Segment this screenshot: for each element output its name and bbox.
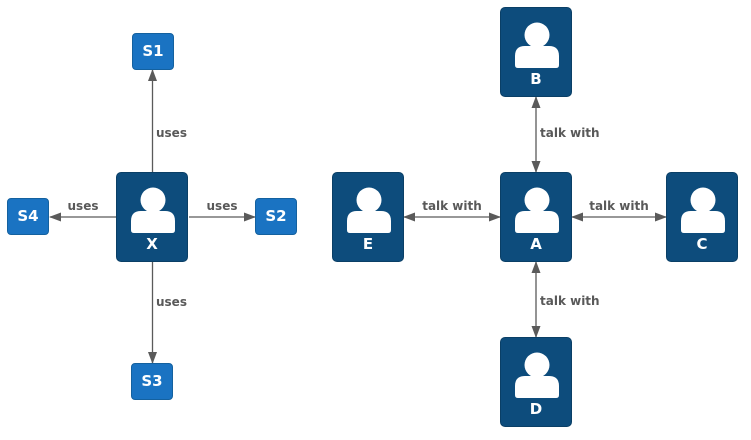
- node-s2-label: S2: [265, 207, 287, 225]
- node-s1-label: S1: [142, 42, 164, 60]
- edge-label-x-s1: uses: [156, 126, 187, 140]
- node-s4-label: S4: [17, 207, 39, 225]
- person-icon: [681, 187, 725, 233]
- edge-label-a-c: talk with: [589, 199, 649, 213]
- node-x-label: X: [146, 235, 158, 253]
- node-c-label: C: [696, 235, 708, 253]
- person-icon: [131, 187, 175, 233]
- edge-label-x-s4: uses: [67, 199, 99, 213]
- node-b-label: B: [530, 70, 542, 88]
- node-s4[interactable]: S4: [7, 198, 49, 235]
- node-d[interactable]: D: [500, 337, 572, 427]
- node-e-label: E: [362, 235, 374, 253]
- node-a[interactable]: A: [500, 172, 572, 262]
- node-s2[interactable]: S2: [255, 198, 297, 235]
- node-e[interactable]: E: [332, 172, 404, 262]
- edge-label-x-s2: uses: [206, 199, 238, 213]
- node-s3[interactable]: S3: [131, 363, 173, 400]
- edge-label-a-d: talk with: [540, 294, 600, 308]
- person-icon: [515, 187, 559, 233]
- edge-label-x-s3: uses: [156, 295, 187, 309]
- edge-label-a-e: talk with: [422, 199, 482, 213]
- node-b[interactable]: B: [500, 7, 572, 97]
- node-a-label: A: [530, 235, 542, 253]
- person-icon: [515, 352, 559, 398]
- node-c[interactable]: C: [666, 172, 738, 262]
- person-icon: [347, 187, 391, 233]
- node-x[interactable]: X: [116, 172, 188, 262]
- node-s1[interactable]: S1: [132, 33, 174, 70]
- node-d-label: D: [529, 400, 543, 418]
- edge-label-a-b: talk with: [540, 126, 600, 140]
- node-s3-label: S3: [141, 372, 163, 390]
- person-icon: [515, 22, 559, 68]
